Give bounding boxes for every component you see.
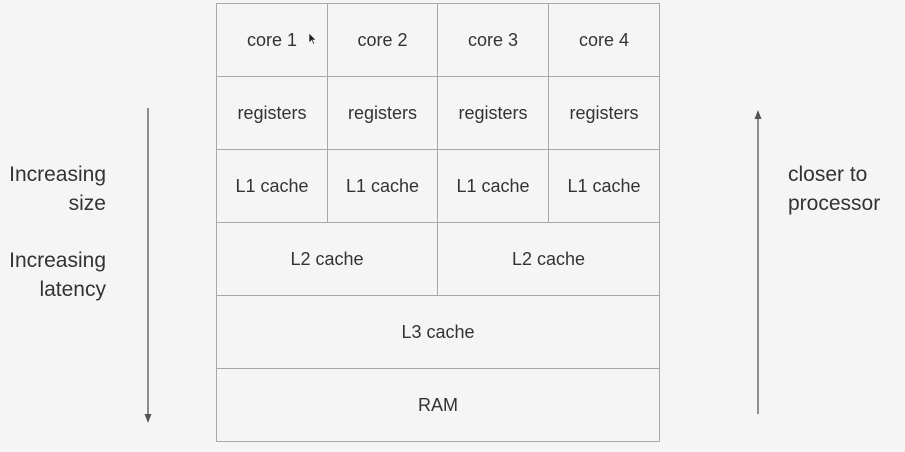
l2-cache-cell-1: L2 cache — [217, 223, 438, 296]
registers-cell-4: registers — [549, 77, 659, 150]
down-arrow-icon — [144, 108, 152, 423]
closer-to-processor-line-1: closer to — [788, 163, 868, 186]
closer-to-processor-label: closer to processor — [788, 160, 905, 218]
registers-cell-3: registers — [438, 77, 549, 150]
core-2-cell: core 2 — [328, 4, 438, 77]
ram-cell: RAM — [418, 394, 458, 415]
l1-cache-cell-1: L1 cache — [217, 150, 328, 223]
l1-cache-cell-3: L1 cache — [438, 150, 549, 223]
memory-hierarchy-diagram: core 1 core 2 core 3 core 4 registers re… — [216, 3, 660, 442]
increasing-latency-label: Increasing latency — [0, 246, 106, 304]
l1-cache-cell-4: L1 cache — [549, 150, 659, 223]
l1-cache-cell-2: L1 cache — [328, 150, 438, 223]
increasing-size-line-1: Increasing — [9, 163, 106, 186]
l3-cache-cell: L3 cache — [217, 296, 659, 369]
core-3-cell: core 3 — [438, 4, 549, 77]
increasing-size-line-2: size — [68, 192, 106, 215]
core-4-cell: core 4 — [549, 4, 659, 77]
l2-cache-cell-2: L2 cache — [438, 223, 659, 296]
core-1-cell: core 1 — [217, 4, 328, 77]
registers-cell-2: registers — [328, 77, 438, 150]
registers-cell-1: registers — [217, 77, 328, 150]
increasing-latency-line-1: Increasing — [9, 249, 106, 272]
up-arrow-icon — [754, 110, 762, 414]
mouse-cursor-icon — [309, 33, 317, 45]
increasing-size-label: Increasing size — [0, 160, 106, 218]
closer-to-processor-line-2: processor — [788, 192, 881, 215]
increasing-latency-line-2: latency — [39, 278, 106, 301]
